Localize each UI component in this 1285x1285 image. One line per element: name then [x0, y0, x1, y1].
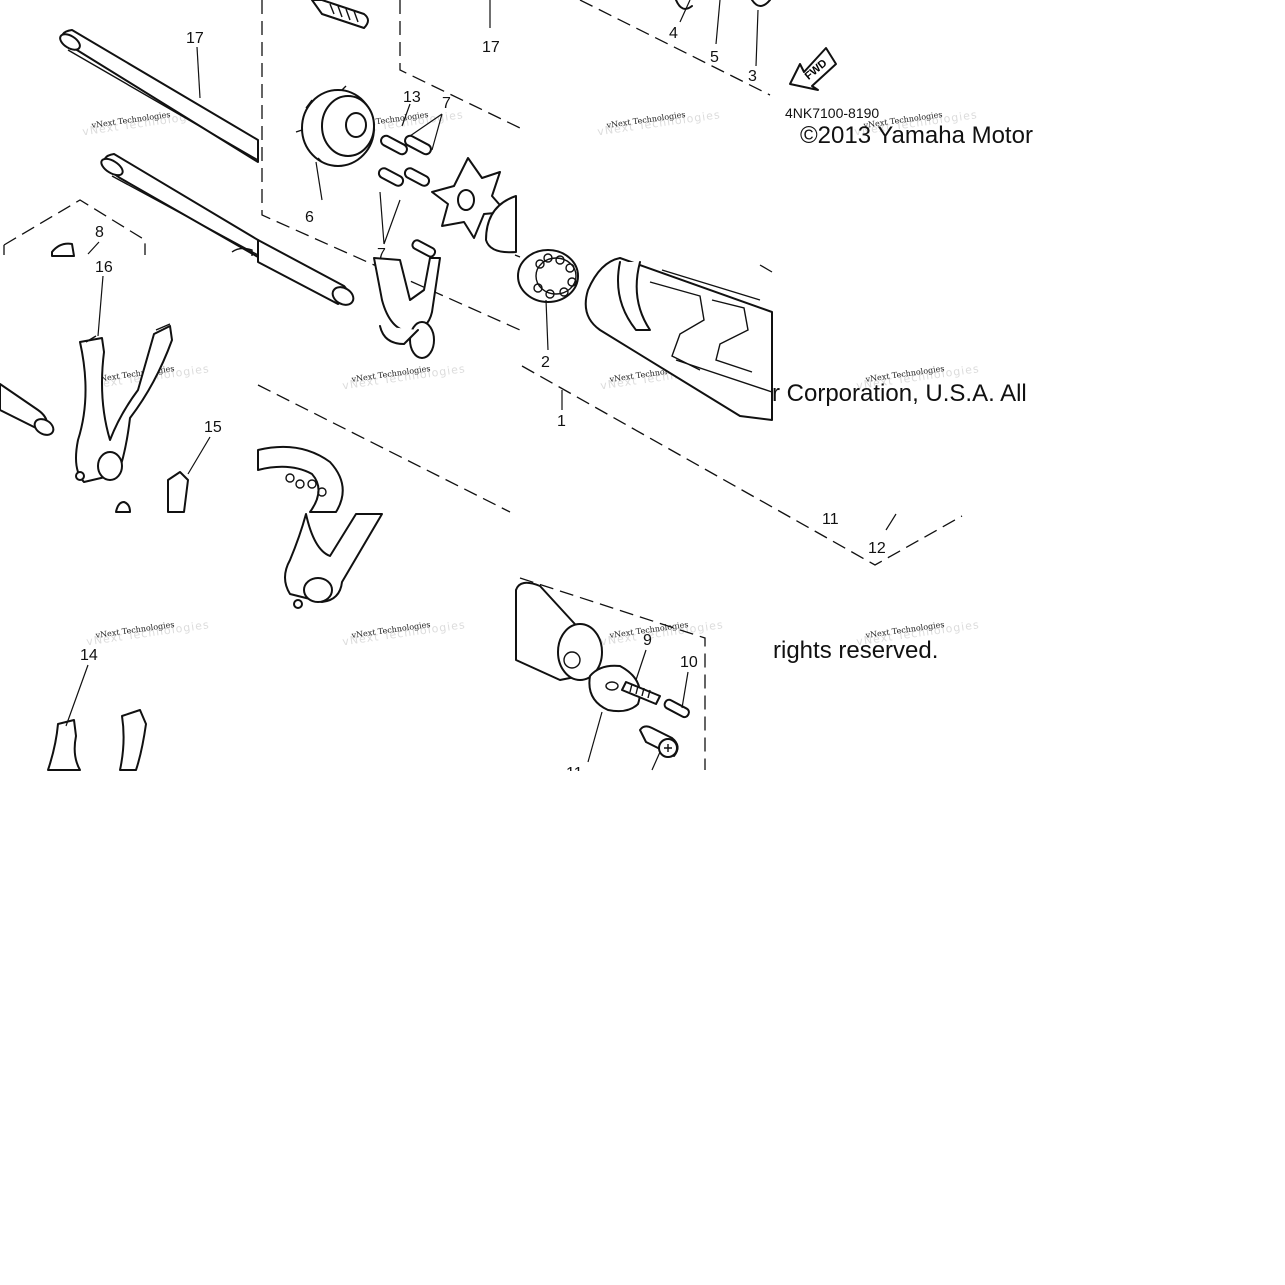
- callout-17-left: 17: [186, 30, 204, 47]
- bearing-lower: [257, 445, 344, 513]
- leader-lines: [65, 0, 897, 771]
- copyright-line-3: rights reserved.: [773, 637, 938, 664]
- shift-fork-14: [47, 709, 147, 771]
- screw-lower: [639, 725, 679, 758]
- callout-16: 16: [95, 259, 113, 276]
- shift-fork-shaft-lower: [100, 153, 259, 258]
- shift-fork-16: [75, 323, 173, 483]
- callout-10: 10: [680, 654, 698, 671]
- callout-17-right: 17: [482, 39, 500, 56]
- guide-bar-short: [257, 239, 355, 306]
- pin-under-fork: [115, 501, 131, 513]
- plunger-fragment: [51, 242, 253, 257]
- pins-7: [377, 134, 437, 258]
- bearing-2: [517, 249, 579, 303]
- stopper-plate-11: [588, 664, 641, 713]
- shift-fork-15: [167, 471, 189, 513]
- callout-14: 14: [80, 647, 98, 664]
- callouts: 17 17 4 5 3 13 7 6 7 8 16 2 1 15 11 12 1…: [80, 25, 886, 782]
- blank-area: [0, 771, 1285, 1285]
- callout-8: 8: [95, 224, 104, 241]
- guide-bar-end: [0, 383, 55, 436]
- callout-2: 2: [541, 354, 550, 371]
- screw-9: [621, 681, 661, 705]
- callout-11-right: 11: [822, 511, 839, 528]
- copyright-line-2: r Corporation, U.S.A. All: [772, 380, 1027, 407]
- shift-drum-1: [584, 257, 773, 421]
- part-number: 4NK7100-8190: [785, 105, 879, 121]
- shift-fork-lower: [284, 513, 383, 609]
- callout-9: 9: [643, 632, 652, 649]
- copyright-line-1: ©2013 Yamaha Motor: [800, 122, 1033, 149]
- bearing-top: [485, 195, 517, 254]
- callout-1: 1: [557, 413, 566, 430]
- callout-13: 13: [403, 89, 421, 106]
- callout-6: 6: [305, 209, 314, 226]
- callout-12: 12: [868, 540, 886, 557]
- fwd-arrow-icon: FWD: [789, 47, 837, 91]
- callout-3: 3: [748, 68, 757, 85]
- callout-7-top: 7: [442, 95, 451, 112]
- shift-drum-end: [515, 581, 603, 681]
- callout-7-bottom: 7: [377, 246, 386, 263]
- washers-top-right: [675, 0, 771, 67]
- callout-15: 15: [204, 419, 222, 436]
- callout-4: 4: [669, 25, 678, 42]
- shift-drum-segment-star: [431, 157, 507, 239]
- shift-fork-shaft-17: [59, 29, 259, 163]
- segment-6: [295, 85, 375, 167]
- callout-5: 5: [710, 49, 719, 66]
- screw-top: [311, 0, 369, 29]
- pin-10: [663, 698, 690, 719]
- shift-fork-7-area: [373, 257, 441, 359]
